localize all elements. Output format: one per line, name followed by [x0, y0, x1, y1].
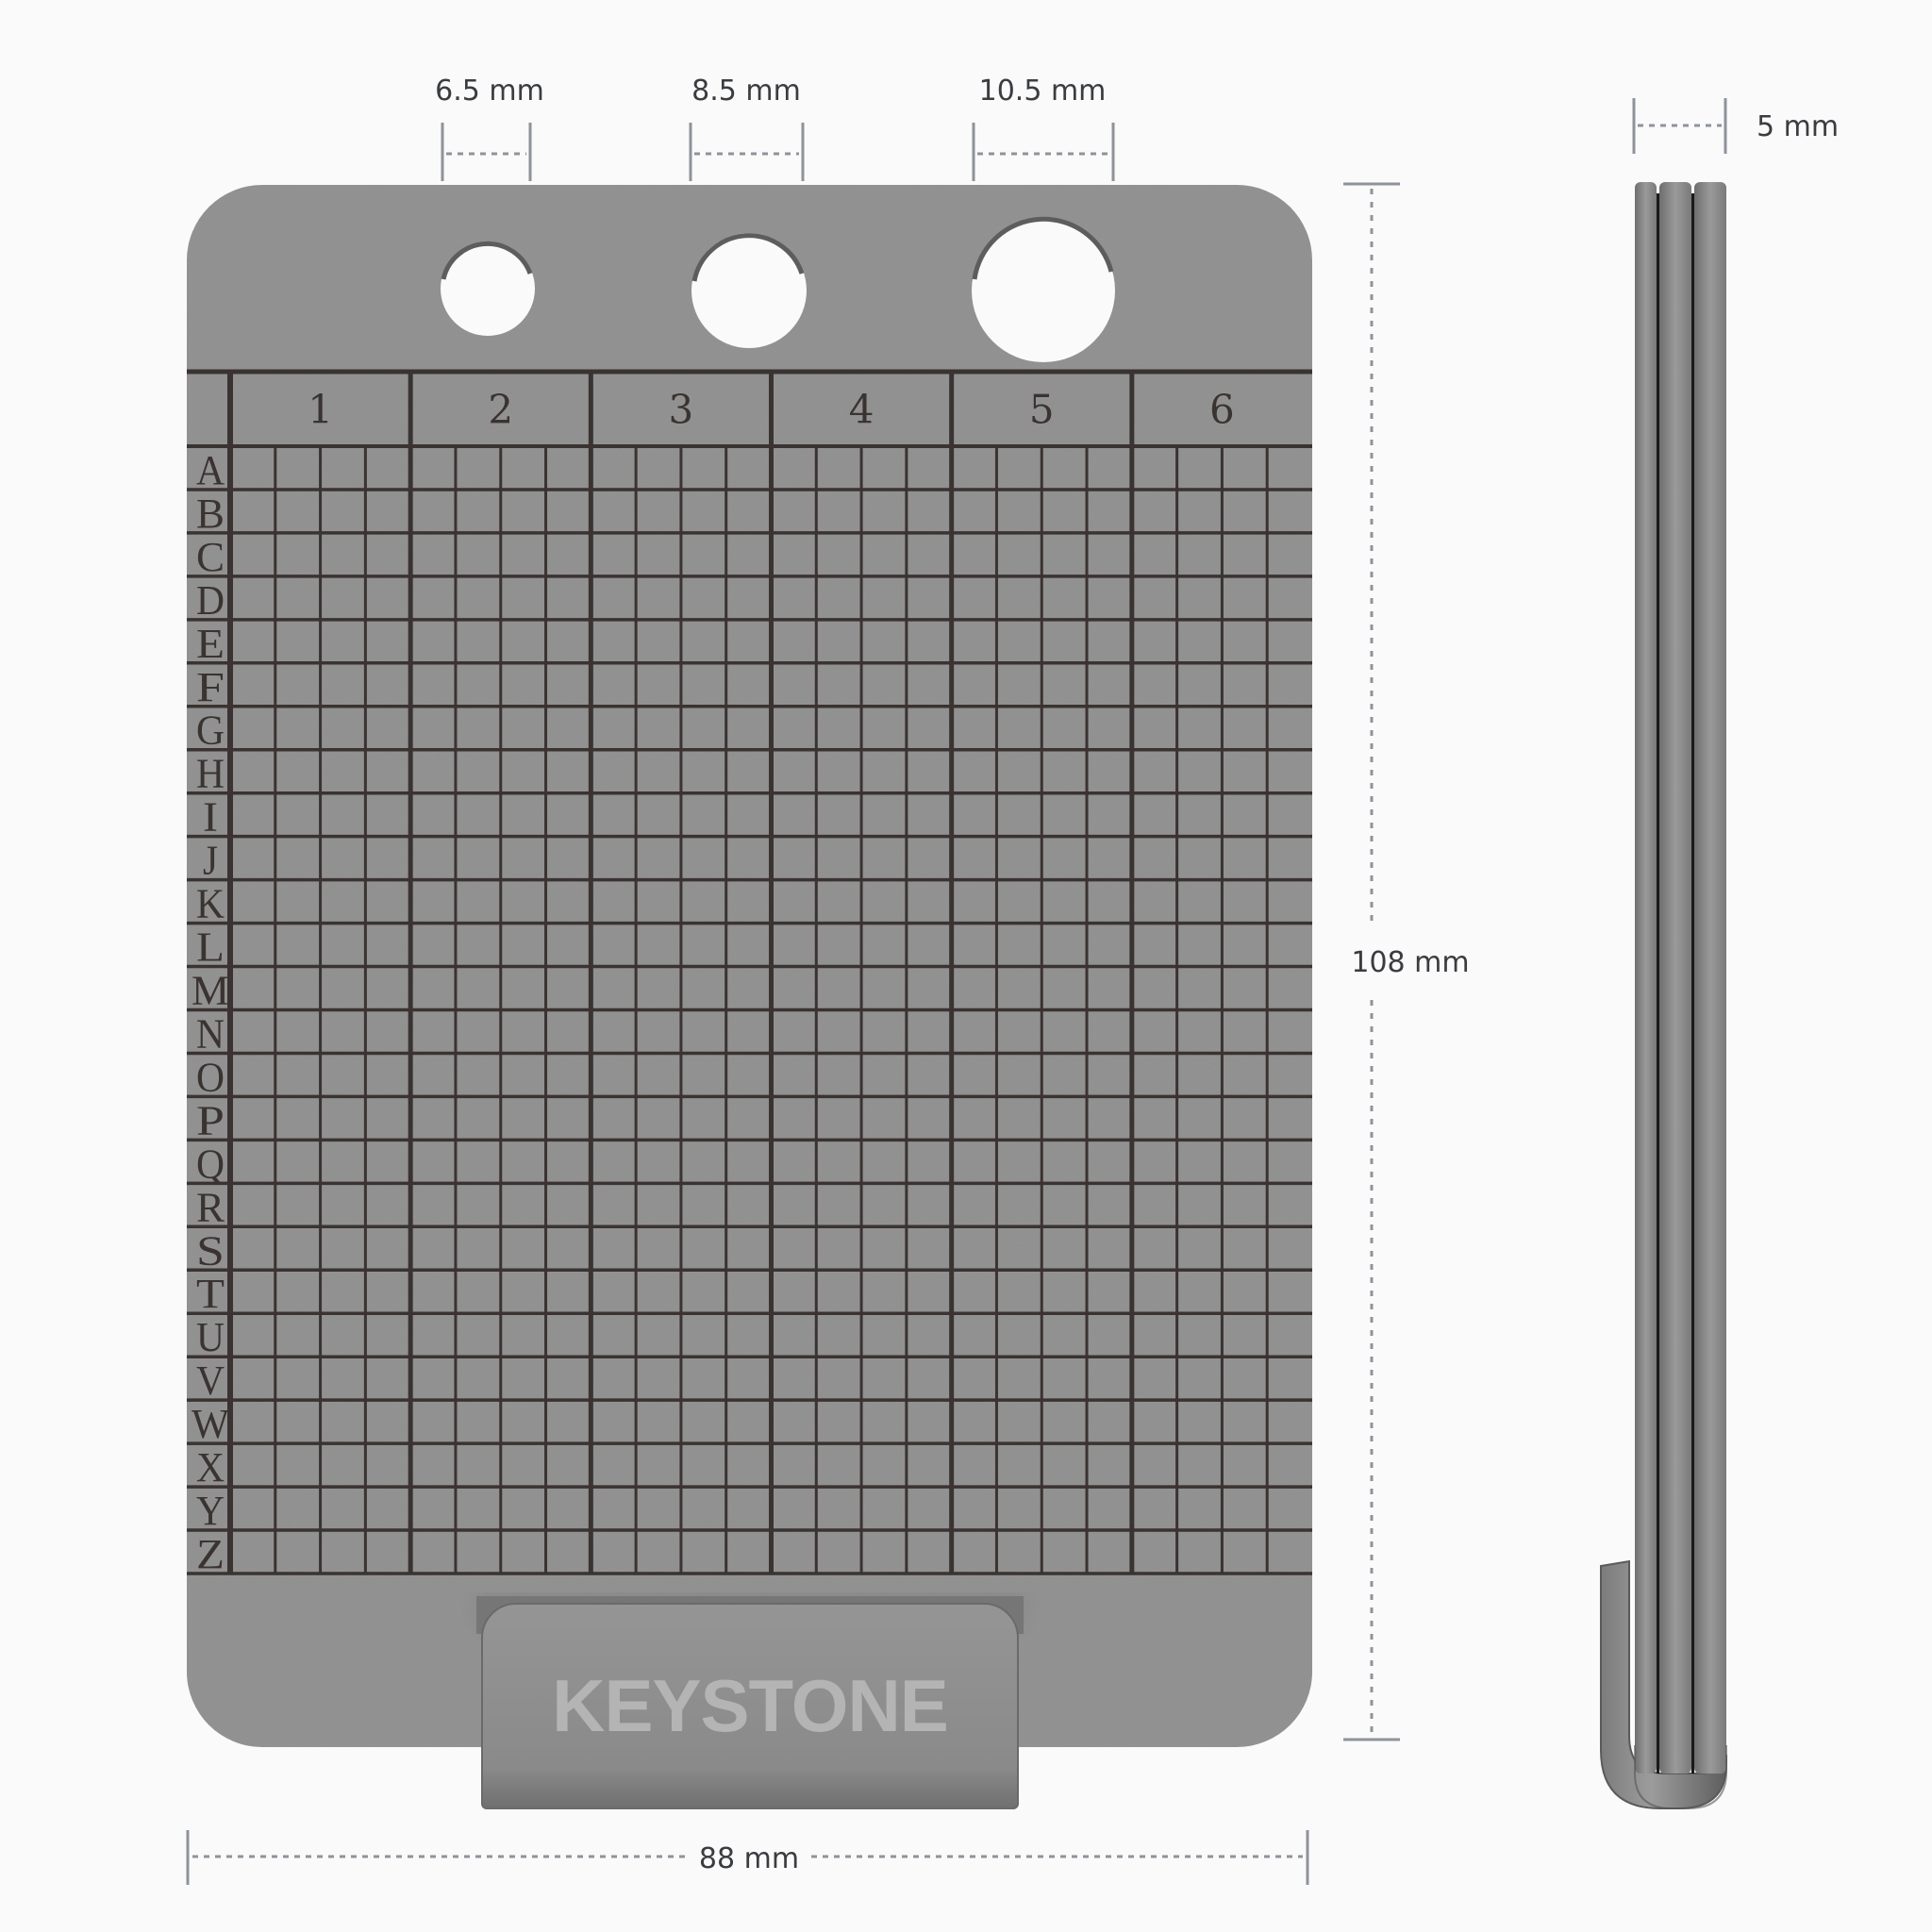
row-label: O	[196, 1054, 225, 1100]
row-label: X	[196, 1444, 225, 1491]
belt-clip: KEYSTONE	[476, 1596, 1024, 1809]
row-label: F	[196, 664, 225, 710]
side-plate-1	[1635, 182, 1657, 1774]
row-label: V	[196, 1357, 225, 1404]
row-label: M	[192, 968, 229, 1014]
row-label: S	[196, 1227, 225, 1274]
row-label: D	[196, 577, 225, 624]
column-label: 4	[849, 387, 874, 433]
column-label: 5	[1029, 387, 1055, 433]
row-label: I	[203, 794, 218, 841]
height-dimension	[1343, 182, 1400, 1741]
row-label: C	[196, 534, 225, 580]
dimension-labels: 6.5 mm 8.5 mm 10.5 mm 108 mm 88 mm 5 mm	[435, 75, 1839, 1875]
side-view	[1600, 182, 1727, 1809]
column-label: 2	[488, 387, 513, 433]
width-label: 88 mm	[699, 1842, 799, 1875]
row-label: A	[196, 447, 225, 493]
brand-logo: KEYSTONE	[552, 1664, 948, 1747]
hole-medium-icon	[691, 233, 805, 282]
row-label: N	[196, 1010, 225, 1057]
column-label: 1	[308, 387, 333, 433]
hole-medium-dimension	[689, 123, 805, 181]
hole-small-label: 6.5 mm	[435, 75, 544, 108]
hole-small-icon	[441, 241, 533, 280]
side-plate-2	[1659, 182, 1691, 1774]
thickness-dimension	[1632, 98, 1727, 154]
row-label: Z	[196, 1531, 225, 1577]
hole-large-dimension	[972, 123, 1115, 181]
row-label: E	[196, 621, 225, 667]
dimension-annotations	[186, 98, 1727, 1885]
thickness-label: 5 mm	[1757, 110, 1839, 143]
row-label: B	[196, 491, 225, 537]
row-label: P	[196, 1097, 225, 1143]
column-label: 3	[669, 387, 694, 433]
row-label: W	[192, 1401, 229, 1447]
row-label: G	[196, 708, 225, 754]
row-label: U	[196, 1314, 225, 1360]
row-label: H	[196, 751, 225, 797]
row-label: R	[196, 1184, 225, 1230]
hole-small-dimension	[441, 123, 532, 181]
width-dimension	[186, 1830, 1309, 1885]
row-label: K	[196, 881, 225, 927]
row-label: Q	[196, 1141, 225, 1187]
hole-bevels	[441, 216, 1114, 282]
side-plate-3	[1694, 182, 1726, 1774]
column-label: 6	[1209, 387, 1235, 433]
row-label: Y	[196, 1488, 225, 1534]
row-label: L	[196, 924, 225, 971]
hole-large-icon	[972, 216, 1114, 280]
height-label: 108 mm	[1351, 946, 1469, 979]
hole-large-label: 10.5 mm	[979, 75, 1107, 108]
row-label: J	[203, 838, 218, 884]
clip-body	[481, 1603, 1019, 1809]
hole-medium-label: 8.5 mm	[691, 75, 801, 108]
row-label: T	[196, 1271, 225, 1317]
